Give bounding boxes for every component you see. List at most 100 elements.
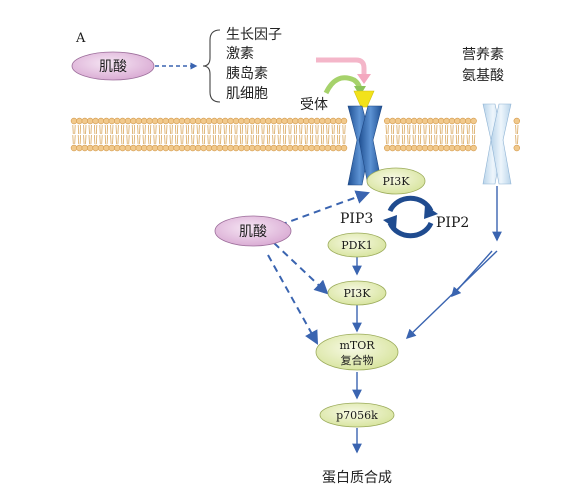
lipid-head (389, 144, 396, 152)
creatine-to-mtor-arrow (267, 254, 319, 345)
lipid-head (189, 117, 197, 125)
lipid-head (238, 144, 245, 152)
lipid-head (432, 117, 439, 125)
lipid-head (259, 117, 267, 125)
pip-cycle-arc-top-head (424, 205, 438, 219)
receptor-label: 受体 (300, 97, 328, 113)
lipid-head (470, 117, 477, 125)
lipid-head (297, 144, 304, 152)
lipid-head (405, 117, 412, 125)
lipid-head (427, 144, 434, 152)
lipid-head (141, 117, 148, 125)
lipid-head (411, 117, 418, 125)
lipid-head (151, 144, 159, 152)
lipid-head (384, 117, 391, 125)
pip2-label: PIP2 (436, 215, 469, 231)
lipid-head (249, 144, 256, 152)
lipid-head (384, 144, 391, 152)
lipid-head (168, 117, 175, 125)
pi3k-top-label: PI3K (383, 175, 411, 188)
lipid-head (254, 117, 261, 125)
lipid-head (151, 117, 159, 125)
pi3k-mid-label: PI3K (344, 287, 372, 300)
lipid-head (421, 144, 429, 152)
mtor-label-line2: 复合物 (341, 353, 374, 367)
lipid-head (405, 144, 412, 152)
nutrient-channel (482, 103, 512, 185)
lipid-head (465, 144, 472, 152)
lipid-head (232, 117, 240, 125)
lipid-head (319, 144, 326, 152)
pi3k-top-node: PI3K (366, 167, 426, 195)
lipid-head (189, 144, 197, 152)
p70s6k-label: p7056k (336, 409, 378, 422)
lipid-head (70, 117, 78, 125)
lipid-head (297, 117, 304, 125)
lipid-head (308, 144, 315, 152)
lipid-head (184, 117, 191, 125)
lipid-head (205, 144, 213, 152)
mtor-label-line1: mTOR (339, 339, 375, 352)
stimulus-hormone: 激素 (226, 45, 254, 62)
lipid-head (211, 144, 218, 152)
lipid-head (389, 117, 396, 125)
lipid-head (454, 144, 461, 152)
lipid-head (81, 144, 89, 152)
lipid-head (162, 117, 170, 125)
pip-cycle-arc-bottom-head (383, 215, 397, 229)
stimulus-growth-factor: 生长因子 (226, 27, 282, 43)
lipid-head (216, 117, 224, 125)
lipid-head (103, 144, 110, 152)
lipid-head (303, 117, 310, 125)
lipid-head (238, 117, 245, 125)
lipid-head (330, 117, 337, 125)
lipid-head (335, 117, 342, 125)
lipid-head (432, 144, 439, 152)
lipid-head (195, 117, 202, 125)
lipid-head (416, 144, 423, 152)
lipid-head (335, 144, 342, 152)
creatine-mid-label: 肌酸 (239, 224, 267, 240)
lipid-head (513, 144, 520, 152)
lipid-head (313, 144, 321, 152)
stimulus-insulin: 胰岛素 (226, 66, 268, 82)
stimuli-brace (202, 29, 221, 103)
lipid-head (265, 144, 272, 152)
lipid-head (157, 144, 164, 152)
lipid-head (286, 144, 294, 152)
lipid-head (70, 144, 78, 152)
ligand-pink-arrow-head (357, 74, 371, 84)
lipid-head (270, 144, 277, 152)
lipid-head (292, 144, 299, 152)
lipid-head (135, 117, 143, 125)
lipid-head (416, 117, 423, 125)
lipid-head (86, 117, 94, 125)
lipid-head (400, 144, 407, 152)
lipid-head (178, 144, 186, 152)
pdk1-label: PDK1 (341, 239, 372, 252)
lipid-head (340, 117, 348, 125)
lipid-head (162, 144, 170, 152)
lipid-head (135, 144, 143, 152)
mtor-complex-node: mTOR 复合物 (315, 333, 399, 371)
lipid-head (276, 117, 283, 125)
lipid-head (184, 144, 191, 152)
lipid-head (222, 144, 229, 152)
lipid-head (324, 144, 331, 152)
creatine-node-mid: 肌酸 (214, 215, 292, 247)
lipid-head (459, 144, 466, 152)
lipid-head (276, 144, 283, 152)
lipid-head (200, 144, 207, 152)
lipid-head (281, 144, 288, 152)
lipid-head (448, 117, 456, 125)
lipid-head (259, 144, 267, 152)
lipid-head (146, 144, 153, 152)
lipid-head (394, 117, 402, 125)
lipid-head (465, 117, 472, 125)
lipid-head (108, 117, 116, 125)
pip3-label: PIP3 (340, 211, 373, 227)
lipid-head (340, 144, 348, 152)
lipid-head (76, 117, 83, 125)
receptor (347, 105, 383, 186)
lipid-head (270, 117, 277, 125)
